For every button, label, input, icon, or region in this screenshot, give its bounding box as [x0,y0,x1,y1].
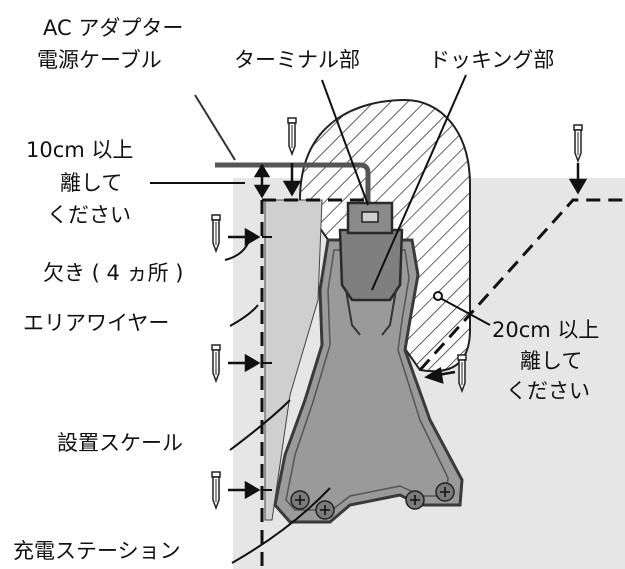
terminal-contact [361,211,379,223]
label-ac-adapter: AC アダプター [43,16,183,40]
label-docking: ドッキング部 [429,48,554,72]
label-dist-10-line2: 離して [60,171,122,195]
power-cable [215,162,371,205]
label-dist-20-line1: 20cm 以上 [492,318,599,342]
peg-icon [211,471,221,509]
station-body [273,238,464,524]
peg-icon [211,214,221,252]
label-dist-10-line3: ください [47,203,131,227]
area-wire-diagonal [418,198,625,372]
arrow-icon [282,163,302,197]
label-power-cable: 電源ケーブル [37,48,162,72]
screw-icon [290,490,310,510]
screw-icon [405,490,425,510]
docking-part [338,228,404,302]
label-dist-20-line2: 離して [520,349,582,373]
arrow-icon [424,366,456,384]
label-notch: 欠き ( 4 ヵ所 ) [43,261,183,285]
station-inner [285,249,449,511]
label-dist-10-line1: 10cm 以上 [26,138,133,162]
arrow-icon [568,163,588,195]
cable-bundle [194,94,236,161]
leader-lines [150,74,491,564]
peg-icon [573,124,583,162]
label-dist-20-line3: ください [506,379,590,403]
label-install-scale: 設置スケール [57,431,183,455]
peg-icon [287,117,297,155]
clearance-point [433,291,443,301]
arrow-icon [228,480,261,500]
screw-icon [315,500,335,520]
screw-icon [435,482,455,502]
label-area-wire: エリアワイヤー [23,311,169,335]
docking-slot-right [381,289,397,336]
peg-icon [211,344,221,382]
installation-scale [264,199,323,521]
label-terminal: ターミナル部 [234,48,360,72]
arrow-icon [228,353,261,373]
docking-slot-left [345,289,361,336]
charging-station [273,201,464,524]
label-charging-station: 充電ステーション [13,539,181,563]
arrow-icon [253,163,271,199]
peg-icon [457,354,467,392]
